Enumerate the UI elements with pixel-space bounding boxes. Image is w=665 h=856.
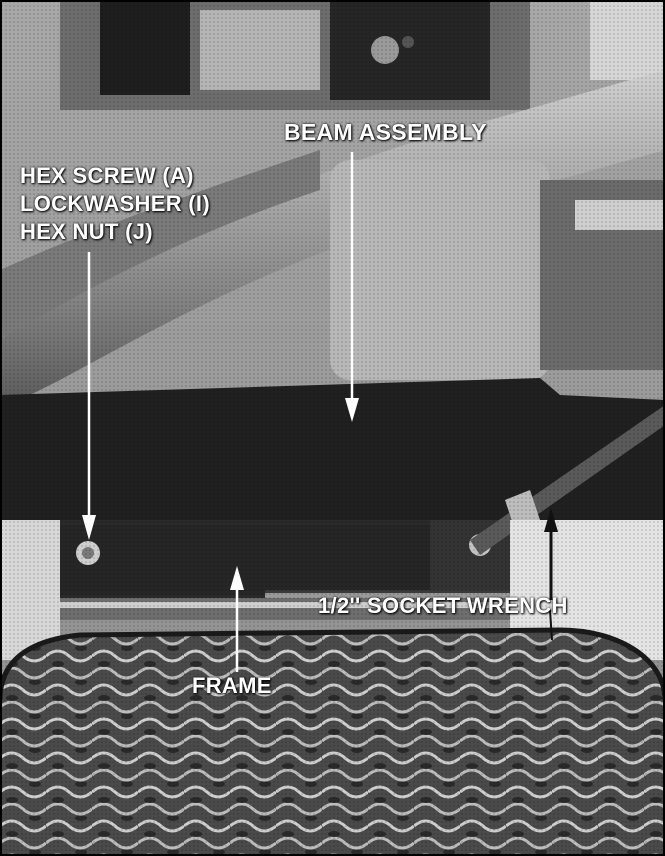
hex-fastener-label: HEX SCREW (A) LOCKWASHER (I) HEX NUT (J) (20, 162, 210, 246)
socket-wrench-label: 1/2'' SOCKET WRENCH (318, 593, 568, 618)
hex-nut-label: HEX NUT (J) (20, 219, 153, 244)
hex-screw-label: HEX SCREW (A) (20, 163, 194, 188)
frame-label: FRAME (192, 673, 272, 698)
beam-assembly-label: BEAM ASSEMBLY (284, 119, 487, 145)
lockwasher-label: LOCKWASHER (I) (20, 191, 210, 216)
